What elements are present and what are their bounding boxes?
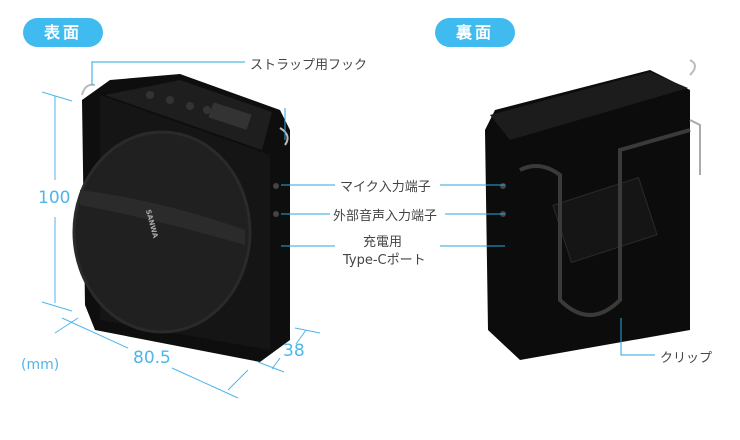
strap-hook	[81, 83, 96, 96]
clip-label: クリップ	[660, 351, 713, 366]
charge-port-label-line1: 充電用	[363, 235, 403, 250]
depth-dimension: 38	[283, 341, 305, 361]
dimension-lines	[41, 91, 321, 399]
front-device: SANWA	[72, 74, 290, 362]
charge-port-label-line2: Type-Cポート	[343, 253, 426, 268]
leader-lines	[91, 61, 655, 356]
width-dimension: 80.5	[133, 348, 171, 368]
front-badge: 表面	[23, 18, 103, 47]
speaker-grille	[72, 130, 252, 334]
unit-label: (mm)	[21, 357, 60, 373]
mic-input-label: マイク入力端子	[340, 180, 431, 195]
external-audio-input-label: 外部音声入力端子	[333, 209, 438, 224]
back-device	[485, 59, 701, 360]
back-badge: 裏面	[435, 18, 515, 47]
height-dimension: 100	[38, 188, 71, 208]
clip	[519, 128, 691, 317]
strap-hook-label: ストラップ用フック	[250, 58, 368, 73]
